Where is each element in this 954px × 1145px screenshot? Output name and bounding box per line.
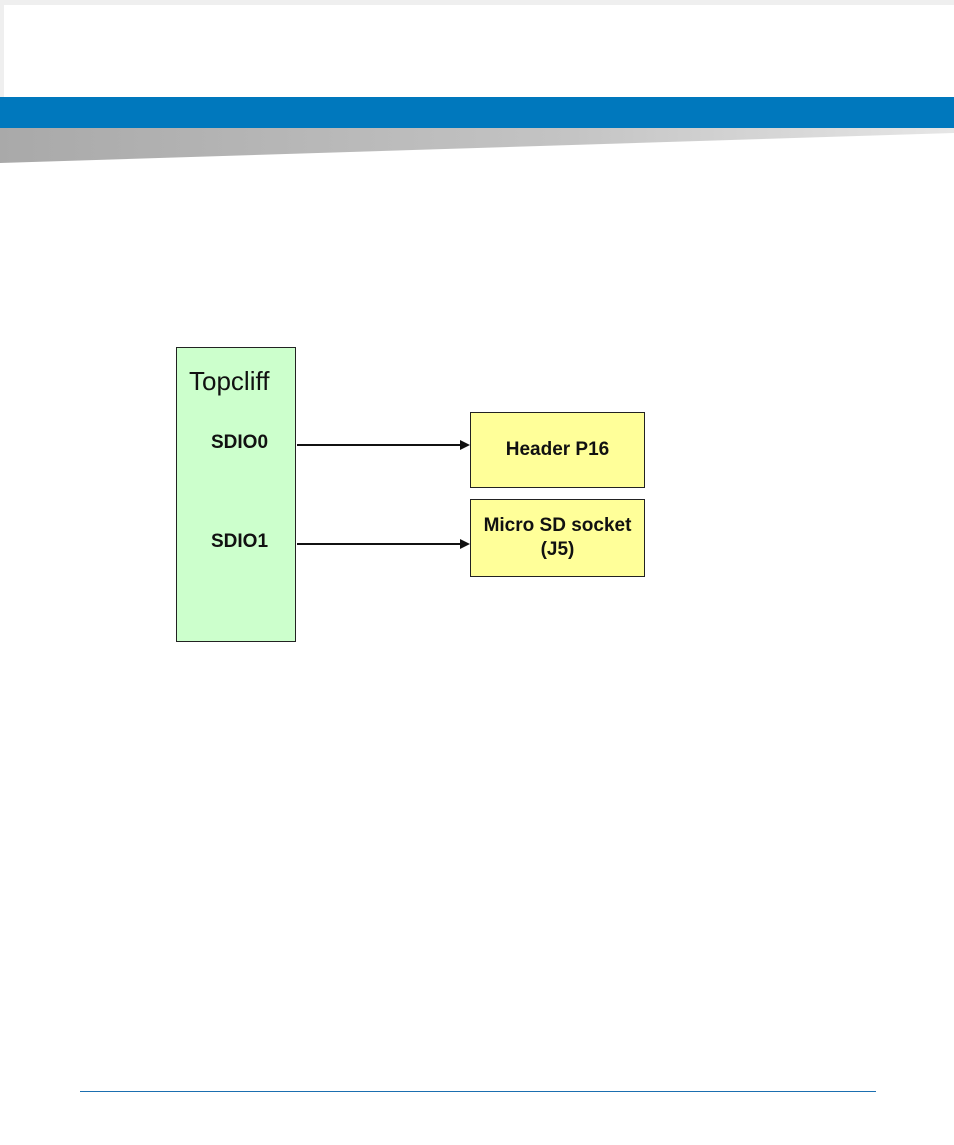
arrowhead-sdio1 (460, 539, 470, 549)
arrowhead-sdio0 (460, 440, 470, 450)
footer-rule (80, 1091, 876, 1092)
